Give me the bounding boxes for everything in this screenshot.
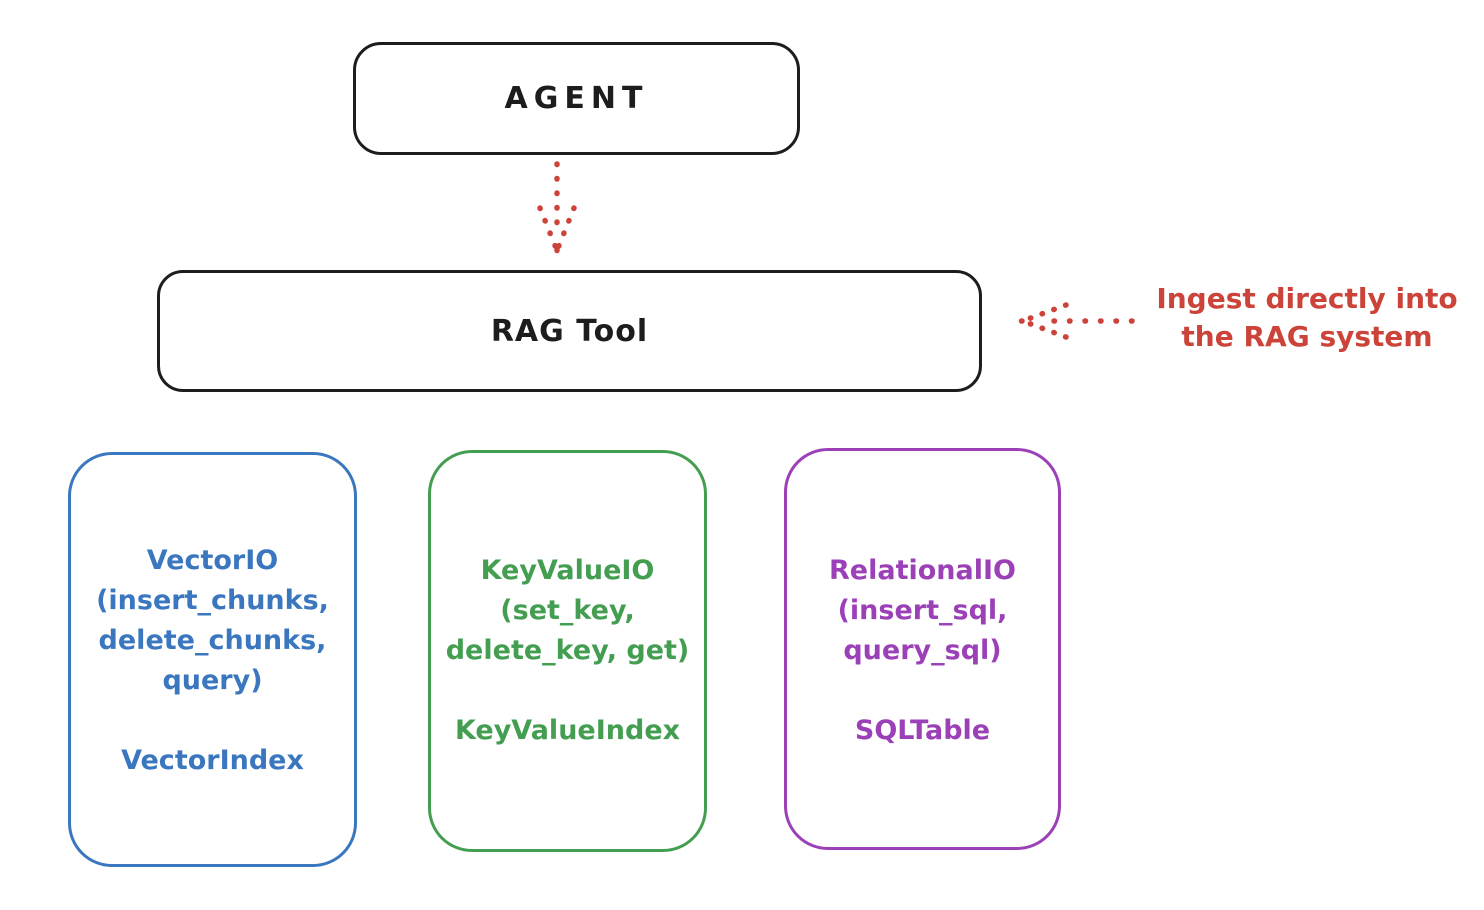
- dotted-arrow-down-icon: [537, 161, 577, 260]
- box-text-line: (insert_sql,: [837, 595, 1008, 626]
- box-text-line: VectorIO: [146, 545, 279, 576]
- index-label: KeyValueIndex: [454, 715, 681, 746]
- box-text-line: delete_key, get): [445, 635, 690, 666]
- box-text-line: RelationalIO: [829, 555, 1016, 586]
- agent-box: AGENT: [353, 42, 800, 155]
- box-text-line: query_sql): [843, 635, 1002, 666]
- box-text-line: (insert_chunks,: [96, 585, 329, 616]
- annotation-text: Ingest directly into the RAG system: [1140, 280, 1474, 356]
- keyvalue-io-box: KeyValueIO (set_key, delete_key, get) Ke…: [428, 450, 707, 852]
- box-text-line: KeyValueIO: [480, 555, 655, 586]
- box-text-line: delete_chunks,: [98, 625, 327, 656]
- agent-label: AGENT: [504, 81, 649, 116]
- box-text-line: (set_key,: [500, 595, 635, 626]
- dotted-arrow-left-icon: [1017, 302, 1135, 340]
- rag-tool-box: RAG Tool: [157, 270, 982, 392]
- annotation-line: the RAG system: [1181, 320, 1433, 353]
- box-text-line: query): [162, 665, 263, 696]
- index-label: SQLTable: [854, 715, 991, 746]
- relational-io-box: RelationalIO (insert_sql, query_sql) SQL…: [784, 448, 1061, 850]
- index-label: VectorIndex: [121, 745, 304, 776]
- annotation-line: Ingest directly into: [1156, 282, 1458, 315]
- rag-tool-label: RAG Tool: [490, 313, 649, 349]
- vector-io-box: VectorIO (insert_chunks, delete_chunks, …: [68, 452, 357, 867]
